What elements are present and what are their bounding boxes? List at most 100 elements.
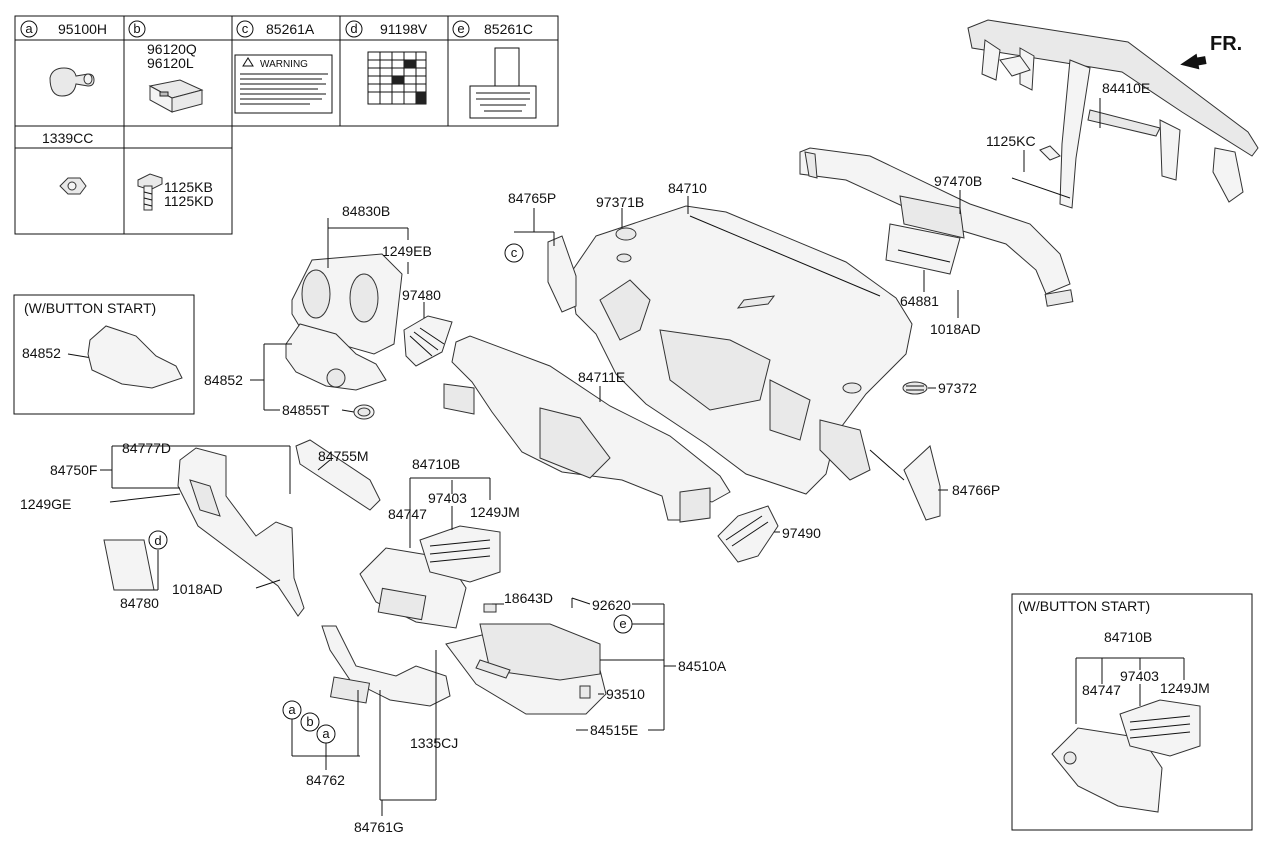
callout-a-diagram-2-letter: a	[322, 726, 330, 741]
callout-e-diagram-letter: e	[619, 616, 626, 631]
callout-b-diagram-letter: b	[306, 714, 313, 729]
crash-pad-main	[569, 205, 913, 495]
nut-icon	[59, 177, 87, 195]
part-labels: 84410E 1125KC 97470B 64881 1018AD 84830B…	[20, 80, 1150, 835]
center-duct	[799, 147, 1074, 307]
legend-d-letter: d	[350, 21, 357, 36]
callout-c-diagram-letter: c	[511, 245, 518, 260]
callout-c-diagram	[504, 243, 524, 263]
label-97470B: 97470B	[934, 173, 982, 189]
label-97403: 97403	[428, 490, 467, 506]
legend-bolt-code: 1125KB	[164, 179, 213, 195]
inset-left-part: 84852	[22, 345, 61, 361]
legend-a-letter: a	[25, 21, 33, 36]
callout-d	[345, 20, 363, 38]
bolt-icon	[137, 173, 163, 211]
lower-panel-left	[177, 447, 305, 617]
callout-c	[236, 20, 254, 38]
legend-c-code: 85261A	[266, 21, 315, 37]
legend-b-code2: 96120L	[147, 55, 194, 71]
cowl-cross-bar	[967, 19, 1259, 209]
label-97490: 97490	[782, 525, 821, 541]
lower-crash-pad	[443, 335, 731, 523]
label-84755M: 84755M	[318, 448, 369, 464]
duct-bracket	[885, 223, 961, 275]
callout-a-diagram-1-letter: a	[288, 702, 296, 717]
front-direction-indicator: FR.	[1180, 33, 1242, 70]
inset-button-start-left: (W/BUTTON START) 84852	[13, 294, 195, 415]
label-84762: 84762	[306, 772, 345, 788]
label-84510A: 84510A	[678, 658, 727, 674]
lower-cover-center	[321, 625, 451, 707]
warning-label-icon: WARNING	[234, 54, 333, 114]
callout-e	[452, 20, 470, 38]
label-1249JM: 1249JM	[470, 504, 520, 520]
label-84750F: 84750F	[50, 462, 97, 478]
callout-b-diagram	[300, 712, 320, 732]
legend-e-letter: e	[457, 21, 464, 36]
label-97480: 97480	[402, 287, 441, 303]
label-84711E: 84711E	[578, 369, 625, 385]
callout-a-diagram-2	[316, 724, 336, 744]
inset-right-84747: 84747	[1082, 682, 1121, 698]
grid-label-icon	[367, 51, 427, 105]
label-84830B: 84830B	[342, 203, 390, 219]
tag-label-icon	[469, 47, 537, 119]
side-vent-right	[717, 505, 779, 563]
lower-strip	[295, 439, 381, 511]
callout-b	[128, 20, 146, 38]
legend-table: a 95100H b 96120Q 96120L c 85261A WARNIN…	[14, 15, 559, 235]
legend-nut-code: 1339CC	[42, 130, 93, 146]
legend-d-code: 91198V	[380, 21, 428, 37]
label-93510: 93510	[606, 686, 645, 702]
label-84410E: 84410E	[1102, 80, 1150, 96]
socket-icon	[148, 79, 204, 113]
label-84777D: 84777D	[122, 440, 171, 456]
label-84515E: 84515E	[590, 722, 638, 738]
inset-right-97403: 97403	[1120, 668, 1159, 684]
legend-e-code: 85261C	[484, 21, 533, 37]
warning-label-text: WARNING	[260, 59, 308, 70]
switch-icon	[49, 67, 95, 97]
front-label: FR.	[1210, 33, 1242, 55]
key-ring	[353, 404, 375, 420]
legend-b-code: 96120Q	[147, 41, 197, 57]
callout-d-diagram	[148, 530, 168, 550]
label-84761G: 84761G	[354, 819, 404, 835]
callout-e-diagram	[613, 614, 633, 634]
label-1018AD-top: 1018AD	[930, 321, 981, 337]
label-1018AD-bottom: 1018AD	[172, 581, 223, 597]
diagram-callouts: c d e a b a	[148, 243, 633, 744]
label-1125KC: 1125KC	[986, 133, 1036, 149]
inset-left-title: (W/BUTTON START)	[24, 300, 156, 316]
label-92620: 92620	[592, 597, 631, 613]
label-84765P: 84765P	[508, 190, 556, 206]
side-vent-left	[403, 315, 453, 367]
callout-d-diagram-letter: d	[154, 533, 161, 548]
label-97371B: 97371B	[596, 194, 644, 210]
legend-bolt-code2: 1125KD	[164, 193, 214, 209]
label-64881: 64881	[900, 293, 939, 309]
speaker-grille-right	[902, 381, 928, 395]
label-1249EB: 1249EB	[382, 243, 432, 259]
legend-c-letter: c	[242, 21, 249, 36]
callout-a-diagram-1	[282, 700, 302, 720]
inset-right-84710B: 84710B	[1104, 629, 1152, 645]
leader-lines	[100, 98, 1101, 816]
label-18643D: 18643D	[504, 590, 553, 606]
label-97372: 97372	[938, 380, 977, 396]
label-84710: 84710	[668, 180, 707, 196]
label-84852: 84852	[204, 372, 243, 388]
inset-button-start-right: (W/BUTTON START) 84710B 97403 84747 1249…	[1011, 593, 1253, 831]
legend-a-code: 95100H	[58, 21, 107, 37]
label-84855T: 84855T	[282, 402, 330, 418]
label-84747: 84747	[388, 506, 427, 522]
center-vents	[419, 525, 501, 583]
label-84710B: 84710B	[412, 456, 460, 472]
label-1335CJ: 1335CJ	[410, 735, 458, 751]
callout-a	[20, 20, 38, 38]
inset-right-1249JM: 1249JM	[1160, 680, 1210, 696]
label-84780: 84780	[120, 595, 159, 611]
steering-column-cover	[285, 323, 387, 391]
